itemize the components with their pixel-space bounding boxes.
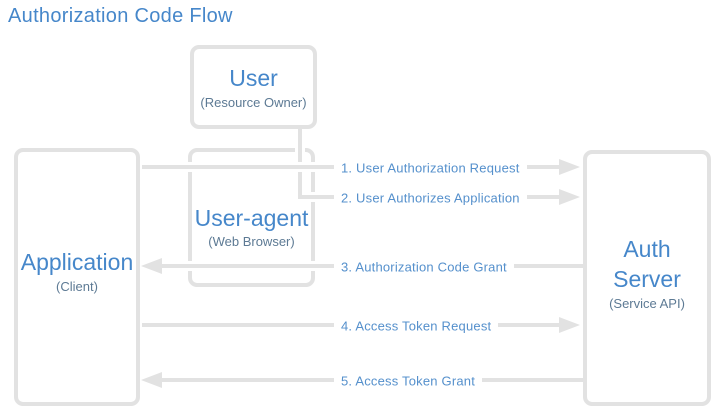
arrow-right-icon [559, 159, 580, 175]
node-user-agent-label: User-agent [194, 204, 309, 231]
node-auth-server-label: Auth Server [613, 236, 681, 292]
arrow-right-icon [559, 189, 580, 205]
node-application-label: Application [20, 249, 134, 276]
arrow-right-icon [559, 317, 580, 333]
flow-label-4: 4. Access Token Request [334, 318, 499, 334]
flow-label-1: 1. User Authorization Request [334, 160, 527, 176]
arrow-left-icon [141, 372, 162, 388]
node-user-sublabel: (Resource Owner) [200, 94, 307, 110]
flow-label-2: 2. User Authorizes Application [334, 190, 527, 206]
connector-corner [298, 195, 305, 199]
node-application-sublabel: (Client) [56, 278, 98, 294]
node-user: User (Resource Owner) [190, 45, 317, 129]
arrow-left-icon [141, 258, 162, 274]
flow-label-5: 5. Access Token Grant [334, 373, 483, 389]
node-application: Application (Client) [14, 148, 140, 406]
flow-label-3: 3. Authorization Code Grant [334, 259, 514, 275]
node-user-agent-sublabel: (Web Browser) [208, 234, 295, 250]
node-user-label: User [229, 65, 278, 92]
node-auth-server-sublabel: (Service API) [609, 295, 685, 311]
node-auth-server: Auth Server (Service API) [583, 150, 711, 406]
diagram-title: Authorization Code Flow [8, 5, 233, 27]
